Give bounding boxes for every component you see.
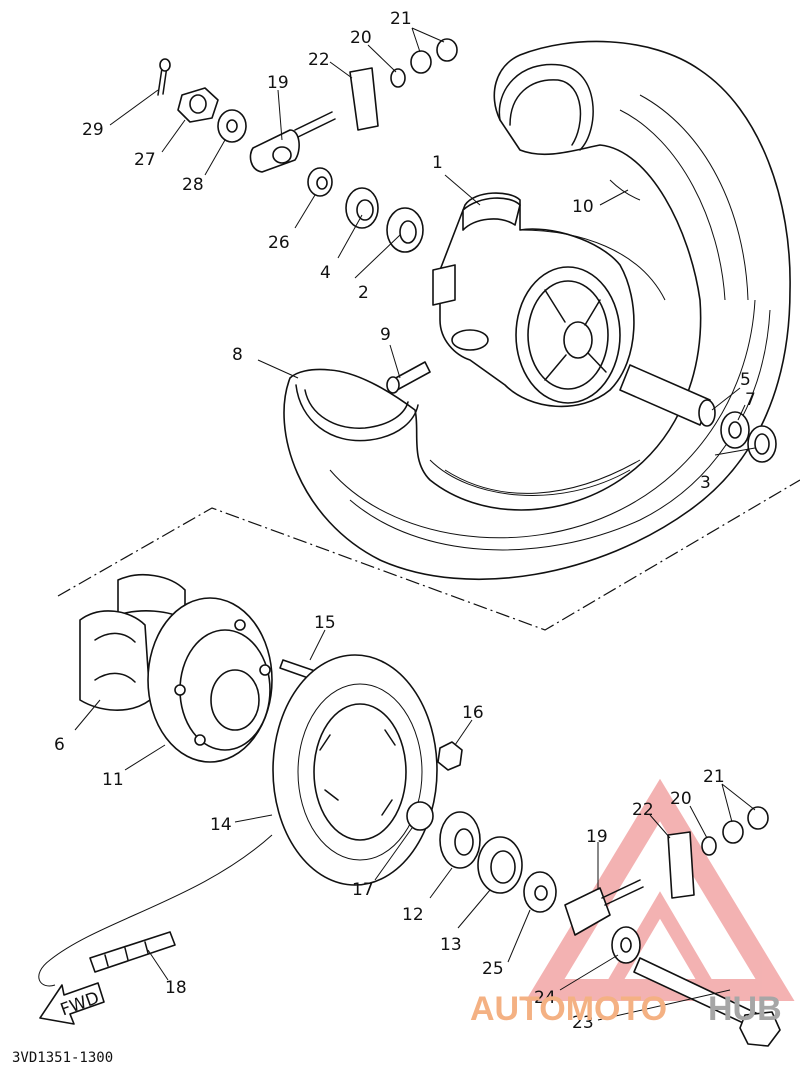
axle-nut-27 [177, 87, 219, 123]
part-label-3: 3 [700, 473, 711, 493]
watermark-text-suffix: HUB [708, 990, 782, 1028]
rear-hub [147, 597, 273, 763]
washer-20-lower [701, 836, 717, 856]
part-label-11: 11 [102, 770, 124, 790]
collar-17 [406, 801, 434, 831]
chain-puller-19-lower [564, 879, 644, 936]
oil-seal-4 [345, 187, 379, 229]
part-label-26: 26 [268, 233, 290, 253]
part-label-7: 7 [745, 390, 756, 410]
collar-25 [523, 871, 557, 913]
bearing-12 [439, 811, 481, 869]
part-label-8: 8 [232, 345, 243, 365]
part-label-21-upper: 21 [390, 9, 412, 29]
washer-20-upper [390, 68, 406, 88]
part-label-4: 4 [320, 263, 331, 283]
part-label-10: 10 [572, 197, 594, 217]
oil-seal-13 [477, 836, 523, 894]
part-label-23: 23 [572, 1013, 594, 1033]
part-label-24: 24 [534, 988, 556, 1008]
part-label-20-upper: 20 [350, 28, 372, 48]
washer-28 [217, 109, 247, 143]
part-label-16: 16 [462, 703, 484, 723]
oil-seal [747, 425, 777, 463]
cotter-pin-29 [157, 58, 171, 96]
drive-chain [38, 834, 273, 987]
nuts-21-lower [722, 806, 769, 844]
bearing-2 [386, 207, 424, 253]
chain-puller-22-lower [667, 831, 695, 899]
tire-valve [386, 361, 431, 394]
part-label-22-lower: 22 [632, 800, 654, 820]
sprocket [272, 654, 438, 886]
leader-lines [74, 27, 756, 1021]
part-label-15: 15 [314, 613, 336, 633]
part-label-27: 27 [134, 150, 156, 170]
tire [283, 40, 791, 581]
part-label-5: 5 [740, 370, 751, 390]
rim-band [609, 179, 641, 201]
part-label-25: 25 [482, 959, 504, 979]
part-label-18: 18 [165, 978, 187, 998]
part-label-1: 1 [432, 153, 443, 173]
part-label-28: 28 [182, 175, 204, 195]
axle-collar [619, 364, 716, 427]
fwd-label: FWD [58, 988, 102, 1020]
part-label-22-upper: 22 [308, 50, 330, 70]
part-label-20-lower: 20 [670, 789, 692, 809]
washer-24 [611, 926, 641, 964]
diagram-code: 3VD1351-1300 [12, 1050, 113, 1066]
part-labels: 1 2 3 4 5 6 7 8 9 10 11 12 13 14 15 16 1… [54, 9, 756, 1033]
axle-23 [633, 957, 781, 1047]
part-label-2: 2 [358, 283, 369, 303]
part-label-19-upper: 19 [267, 73, 289, 93]
part-label-9: 9 [380, 325, 391, 345]
assembly-guide-line [57, 479, 800, 631]
cast-wheel [432, 192, 666, 408]
fwd-arrow [39, 982, 105, 1025]
part-label-14: 14 [210, 815, 232, 835]
nuts-21-upper [410, 38, 458, 74]
part-label-19-lower: 19 [586, 827, 608, 847]
chain-puller-22-upper [349, 67, 379, 131]
part-label-29: 29 [82, 120, 104, 140]
watermark-text: AUTOMOTO HUB [470, 990, 782, 1028]
part-label-17: 17 [352, 880, 374, 900]
watermark-text-prefix: AUTOMOTO [470, 990, 667, 1028]
part-label-6: 6 [54, 735, 65, 755]
collar-26 [307, 167, 333, 197]
nut-16 [437, 741, 463, 771]
chain-puller-19-upper [249, 111, 336, 173]
part-label-12: 12 [402, 905, 424, 925]
part-label-13: 13 [440, 935, 462, 955]
part-label-21-lower: 21 [703, 767, 725, 787]
bearing [720, 411, 750, 449]
